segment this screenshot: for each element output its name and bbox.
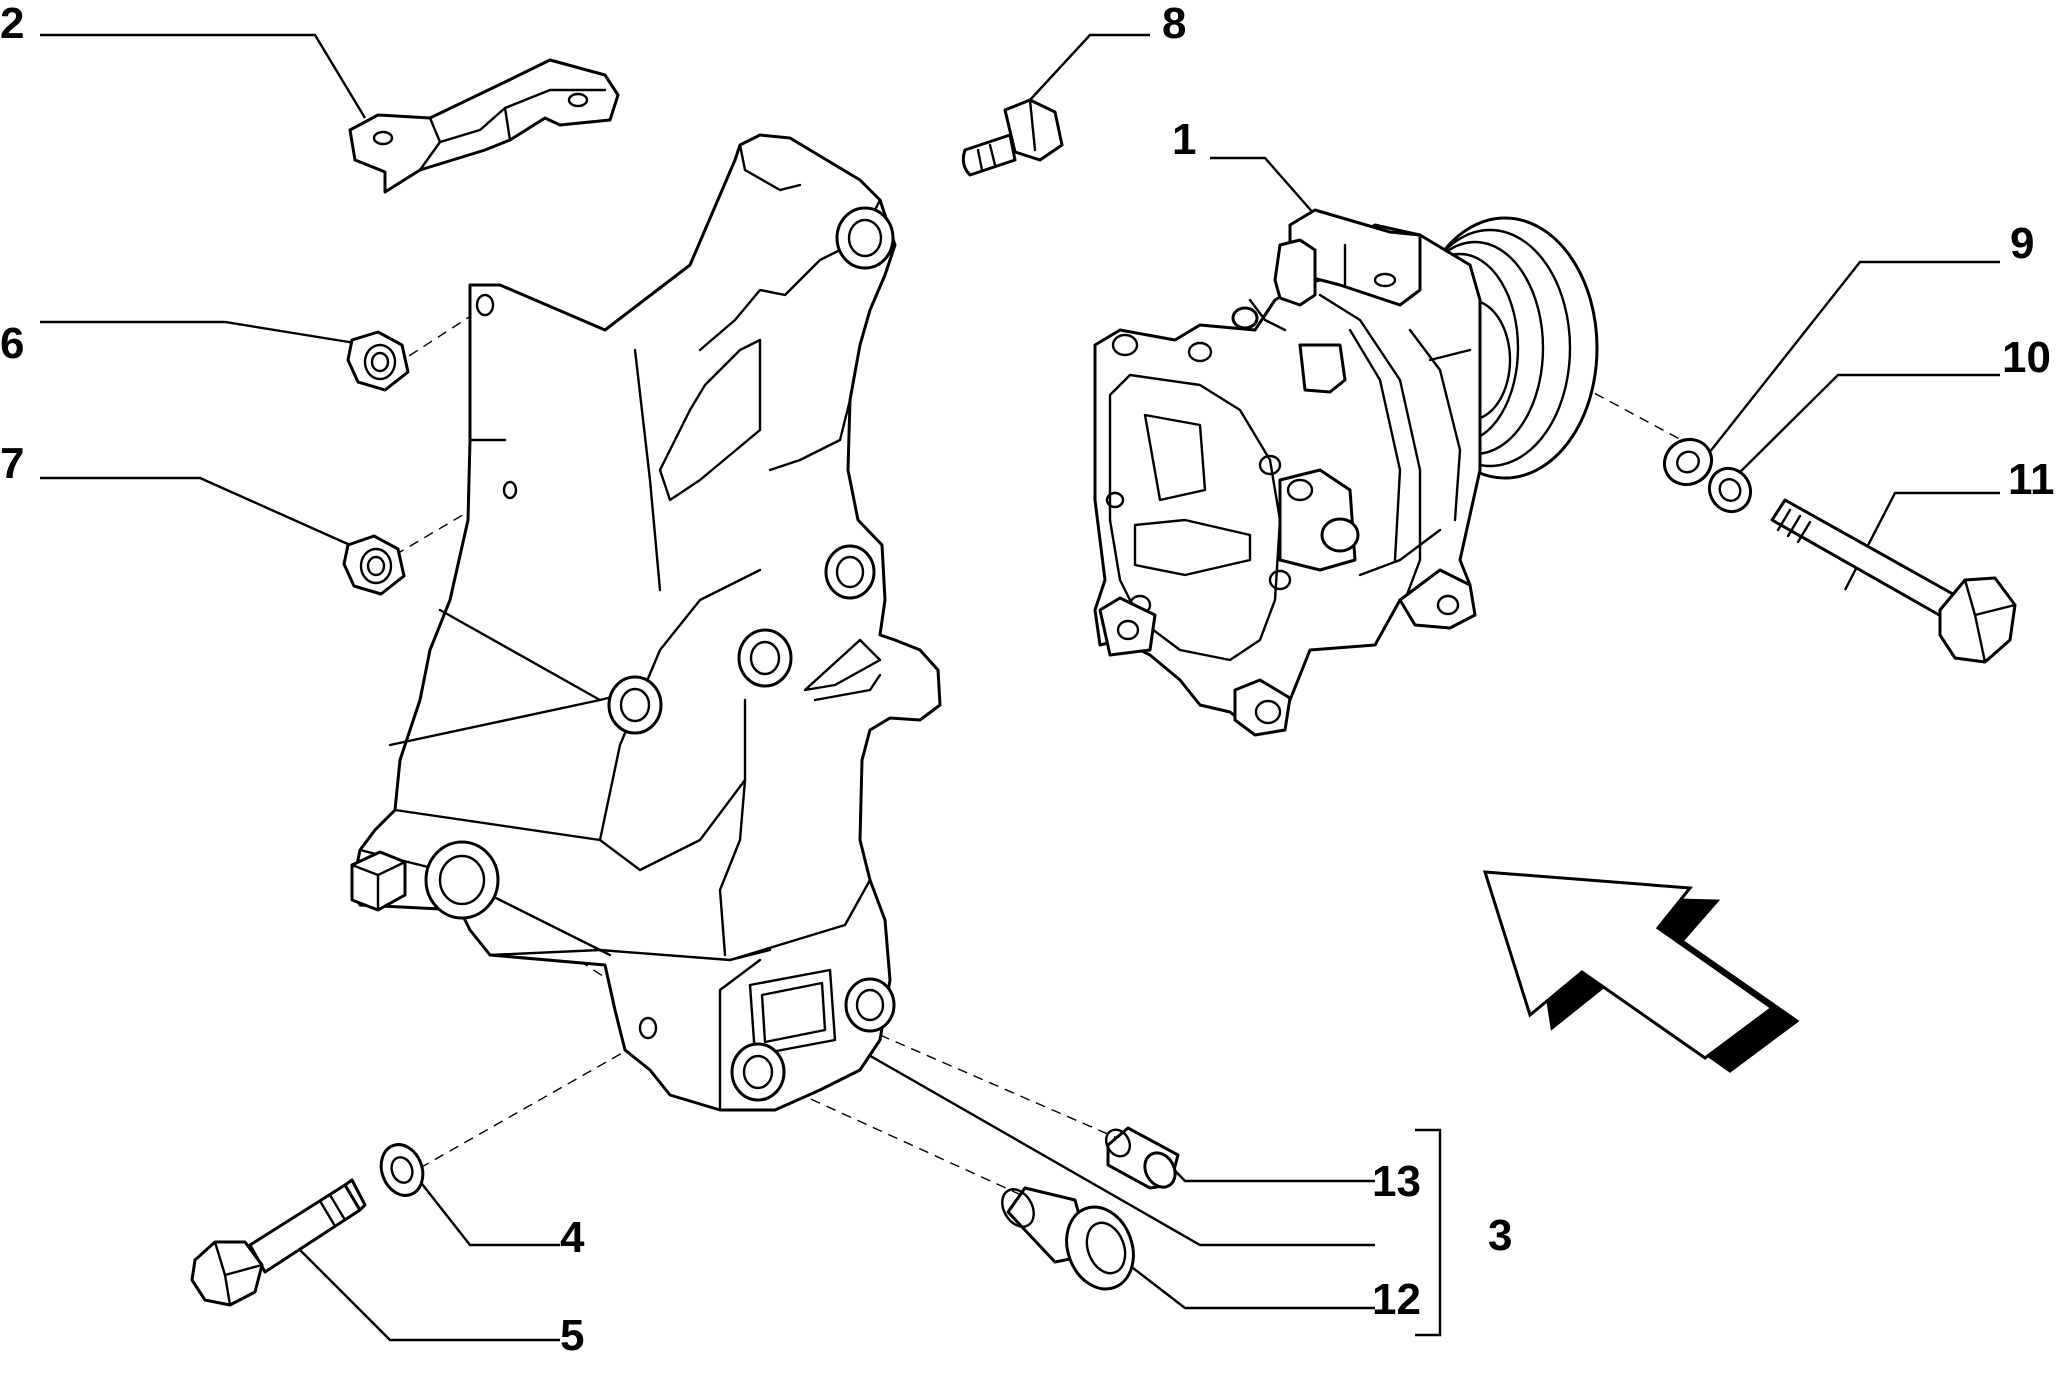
bracket-3 xyxy=(1415,1128,1442,1337)
callout-6: 6 xyxy=(0,319,25,368)
bush-12-part xyxy=(1001,1186,1135,1291)
callout-10: 10 xyxy=(2002,333,2051,382)
leader-2 xyxy=(40,33,367,119)
bolt-5-part xyxy=(190,1178,367,1307)
callout-4: 4 xyxy=(560,1213,585,1262)
leader-6 xyxy=(40,320,356,345)
washer-9-part xyxy=(1662,437,1714,487)
callout-2: 2 xyxy=(0,0,25,48)
leader-12 xyxy=(1119,1257,1375,1310)
bracket-part xyxy=(348,58,620,194)
direction-arrow-icon xyxy=(1482,870,1800,1073)
washer-4-part xyxy=(379,1143,425,1197)
callout-3: 3 xyxy=(1488,1211,1513,1260)
leader-10 xyxy=(1721,373,2000,491)
callout-8: 8 xyxy=(1162,0,1187,48)
leader-5 xyxy=(289,1239,560,1342)
washer-10-part xyxy=(1707,466,1753,514)
callout-1: 1 xyxy=(1172,115,1197,164)
bolt-small-part xyxy=(961,98,1064,177)
bolt-long-part xyxy=(1770,498,2017,664)
leader-7 xyxy=(40,476,351,547)
callout-9: 9 xyxy=(2010,219,2035,268)
leader-9 xyxy=(1704,260,2000,459)
sleeve-13-part xyxy=(1104,1126,1180,1190)
compressor-part xyxy=(1093,208,1599,737)
leader-8 xyxy=(1029,33,1150,101)
nut-6-part xyxy=(346,330,410,392)
leader-lines xyxy=(40,33,2000,1342)
leader-3 xyxy=(859,1048,1375,1247)
mounting-bracket-part xyxy=(350,133,942,1112)
callout-11: 11 xyxy=(2008,455,2055,504)
leader-4 xyxy=(414,1174,560,1247)
callout-12: 12 xyxy=(1372,1275,1421,1324)
callout-5: 5 xyxy=(560,1311,585,1360)
nut-7-part xyxy=(342,534,406,596)
callout-7: 7 xyxy=(0,439,25,488)
leader-1 xyxy=(1210,156,1316,216)
callout-13: 13 xyxy=(1372,1157,1421,1206)
leader-13 xyxy=(1154,1149,1375,1183)
